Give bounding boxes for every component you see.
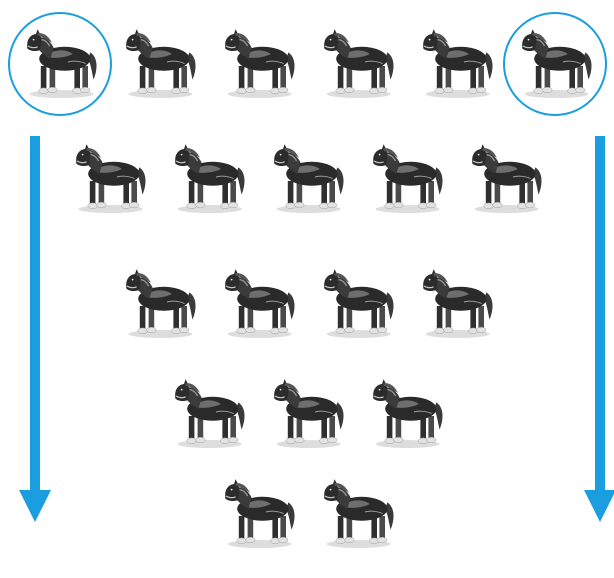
draft-horse-icon — [366, 137, 446, 217]
draft-horse-icon — [465, 137, 545, 217]
draft-horse-icon — [119, 22, 199, 102]
draft-horse-icon — [317, 262, 397, 342]
draft-horse-icon — [119, 262, 199, 342]
draft-horse-icon — [515, 22, 595, 102]
draft-horse-icon — [317, 472, 397, 552]
draft-horse-icon — [218, 22, 298, 102]
draft-horse-icon — [218, 262, 298, 342]
draft-horse-icon — [416, 22, 496, 102]
draft-horse-icon — [416, 262, 496, 342]
draft-horse-icon — [168, 372, 248, 452]
draft-horse-icon — [20, 22, 100, 102]
right-down-arrow-icon — [584, 136, 614, 531]
draft-horse-icon — [366, 372, 446, 452]
draft-horse-icon — [267, 372, 347, 452]
draft-horse-icon — [267, 137, 347, 217]
draft-horse-icon — [218, 472, 298, 552]
draft-horse-icon — [168, 137, 248, 217]
draft-horse-icon — [69, 137, 149, 217]
left-down-arrow-icon — [19, 136, 51, 531]
draft-horse-icon — [317, 22, 397, 102]
